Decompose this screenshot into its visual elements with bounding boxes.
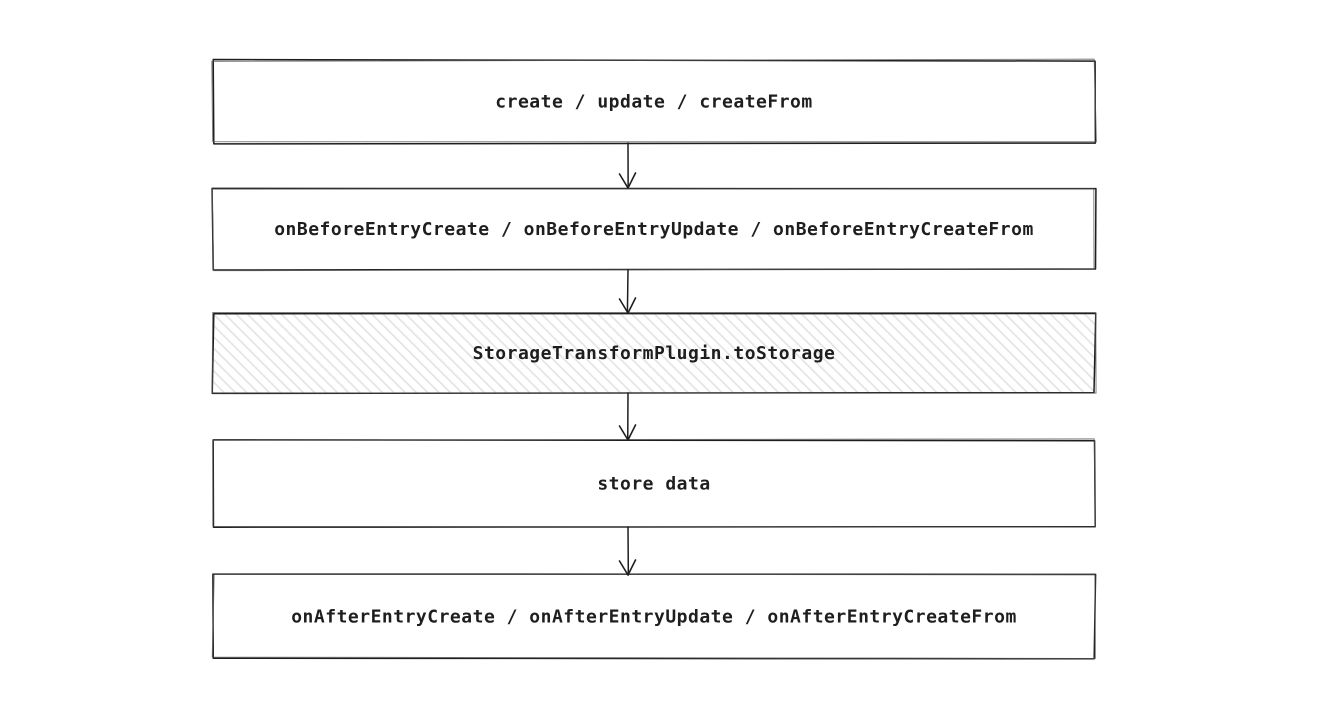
flow-node[interactable]	[211, 58, 1097, 145]
flow-connector	[618, 392, 637, 441]
node-fill	[213, 575, 1095, 658]
node-border-secondary	[212, 438, 1096, 528]
node-border-secondary	[211, 311, 1097, 394]
connector-arrowhead	[618, 424, 637, 441]
flow-node[interactable]	[211, 187, 1097, 272]
connectors-layer	[618, 142, 637, 576]
flow-node[interactable]	[211, 573, 1097, 660]
flow-node[interactable]	[211, 311, 1097, 395]
flow-connector	[618, 269, 637, 314]
flow-connector	[618, 142, 637, 189]
node-fill	[213, 188, 1095, 270]
connector-arrowhead	[618, 172, 637, 189]
node-border-secondary	[211, 573, 1096, 660]
labels-layer: create / update / createFrom onBeforeEntr…	[274, 92, 1034, 628]
node-fill	[213, 440, 1095, 527]
node-hatch-fill	[213, 313, 1095, 393]
node-label: create / update / createFrom	[495, 92, 812, 113]
nodes-layer	[211, 58, 1097, 660]
node-border	[212, 58, 1097, 145]
node-label: onAfterEntryCreate / onAfterEntryUpdate …	[291, 607, 1017, 628]
node-border-secondary	[211, 58, 1097, 143]
node-label: store data	[597, 474, 710, 495]
node-border-secondary	[211, 188, 1095, 272]
connector-line	[626, 269, 629, 314]
connector-arrowhead	[618, 297, 637, 314]
flow-node[interactable]	[212, 438, 1096, 528]
node-fill	[213, 60, 1095, 143]
node-label: StorageTransformPlugin.toStorage	[473, 343, 836, 364]
flow-connector	[618, 526, 637, 576]
connector-arrowhead	[618, 559, 637, 576]
node-label: onBeforeEntryCreate / onBeforeEntryUpdat…	[274, 219, 1034, 240]
